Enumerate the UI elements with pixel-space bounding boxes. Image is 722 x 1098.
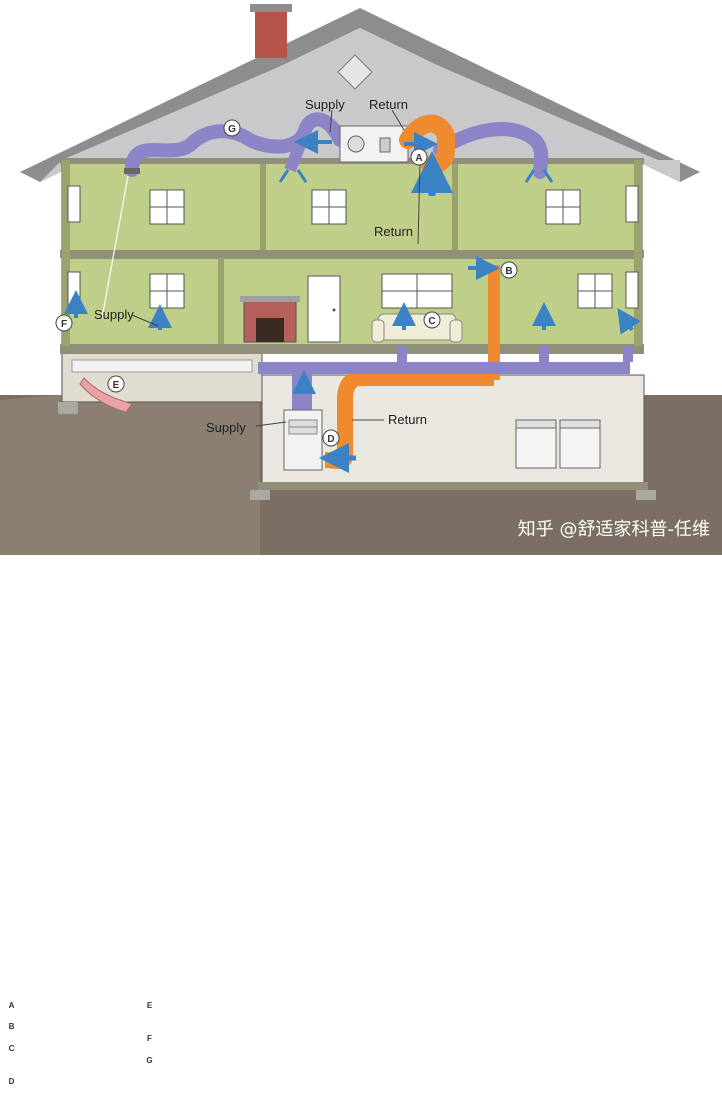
svg-text:B: B	[505, 266, 512, 277]
leader-line	[391, 109, 405, 131]
supply-duct-attic	[125, 112, 347, 177]
legend-badge: C	[6, 1043, 17, 1054]
legend-text: Supply leaks	[159, 1033, 218, 1044]
washer	[515, 419, 557, 469]
label-return-upper: Return	[374, 224, 413, 239]
legend-item-g: G Kinks in ductwork restricting airflow	[144, 1055, 259, 1077]
footing	[58, 402, 78, 414]
interior-wall	[218, 258, 224, 344]
svg-text:C: C	[428, 316, 435, 327]
return-duct-vertical	[488, 265, 500, 380]
chimney-cap	[250, 4, 292, 12]
main-floor	[61, 257, 643, 347]
window	[149, 273, 185, 309]
legend-text: Leaky duct connection	[21, 1000, 124, 1011]
side-wall-right	[634, 160, 642, 346]
legend-text: Furniture blocking register	[21, 1043, 105, 1065]
svg-text:A: A	[415, 153, 422, 164]
window	[545, 189, 581, 225]
label-return-attic: Return	[369, 97, 408, 112]
svg-text:E: E	[113, 380, 120, 391]
door	[307, 275, 341, 343]
legend-item-a: A Leaky duct connection	[6, 1000, 139, 1011]
window	[381, 273, 453, 309]
furnace	[283, 409, 323, 471]
marker-c: C	[423, 311, 441, 329]
fireplace	[240, 296, 300, 343]
legend-item-e: E Fallen duct insulation	[144, 1000, 249, 1022]
label-return-basement: Return	[388, 412, 427, 427]
interior-wall	[452, 164, 458, 250]
sofa	[371, 313, 463, 343]
fallen-insulation	[79, 377, 133, 413]
legend-text: Leaks at furnace & filter slot and duct …	[21, 1076, 134, 1098]
legend-badge: F	[144, 1033, 155, 1044]
leader-line	[131, 314, 159, 327]
window	[149, 189, 185, 225]
ceiling-register	[124, 168, 140, 174]
label-supply-left: Supply	[94, 307, 134, 322]
duct-leak-diagram: Supply Return Return Supply Supply Retur…	[0, 4, 722, 1086]
legend-text: Return leaks	[21, 1021, 79, 1032]
second-floor-slab	[60, 250, 644, 258]
legend-item-b: B Return leaks	[6, 1021, 139, 1032]
watermark: 知乎 @舒适家科普-任维	[517, 519, 710, 540]
marker-b: B	[500, 261, 518, 279]
svg-text:F: F	[61, 319, 67, 330]
house-illustration: Supply Return Return Supply Supply Retur…	[0, 4, 722, 555]
basement-floor	[258, 482, 648, 490]
marker-g: G	[223, 119, 241, 137]
legend-item-c: C Furniture blocking register	[6, 1043, 139, 1065]
leader-line	[255, 421, 287, 427]
legend-item-d: D Leaks at furnace & filter slot and duc…	[6, 1076, 139, 1098]
ground-mound	[0, 391, 260, 555]
supply-trunk-left	[71, 359, 253, 373]
legend-text: Kinks in ductwork restricting airflow	[159, 1055, 241, 1077]
side-wall-left	[62, 160, 70, 346]
attic-vent	[337, 54, 373, 90]
label-supply-furnace: Supply	[206, 420, 246, 435]
footing	[250, 490, 270, 500]
supply-trunk	[258, 362, 630, 374]
legend-item-f: F Supply leaks	[144, 1033, 249, 1044]
register-arrow	[278, 169, 308, 183]
side-window	[67, 185, 81, 223]
chimney	[255, 8, 287, 58]
supply-duct-attic-right	[433, 122, 549, 179]
first-floor-slab	[60, 344, 644, 354]
legend-text: Fallen duct insulation	[159, 1000, 210, 1022]
marker-a: A	[410, 148, 428, 166]
window	[311, 189, 347, 225]
leader-line	[329, 109, 333, 133]
legend-badge: E	[144, 1000, 155, 1011]
side-window	[625, 185, 639, 223]
marker-f: F	[55, 314, 73, 332]
window	[577, 273, 613, 309]
svg-text:G: G	[228, 124, 236, 135]
register-arrow	[617, 308, 641, 335]
side-window	[625, 271, 639, 309]
label-supply-attic: Supply	[305, 97, 345, 112]
footing	[636, 490, 656, 500]
legend-badge: A	[6, 1000, 17, 1011]
attic-air-handler	[339, 125, 409, 163]
svg-text:D: D	[327, 434, 334, 445]
legend-badge: B	[6, 1021, 17, 1032]
legend-badge: G	[144, 1055, 155, 1066]
leader-line	[417, 163, 421, 245]
legend-badge: D	[6, 1076, 17, 1087]
leader-line	[101, 175, 129, 319]
interior-wall	[260, 164, 266, 250]
marker-d: D	[322, 429, 340, 447]
dryer	[559, 419, 601, 469]
register-arrow	[524, 169, 554, 183]
marker-e: E	[107, 375, 125, 393]
